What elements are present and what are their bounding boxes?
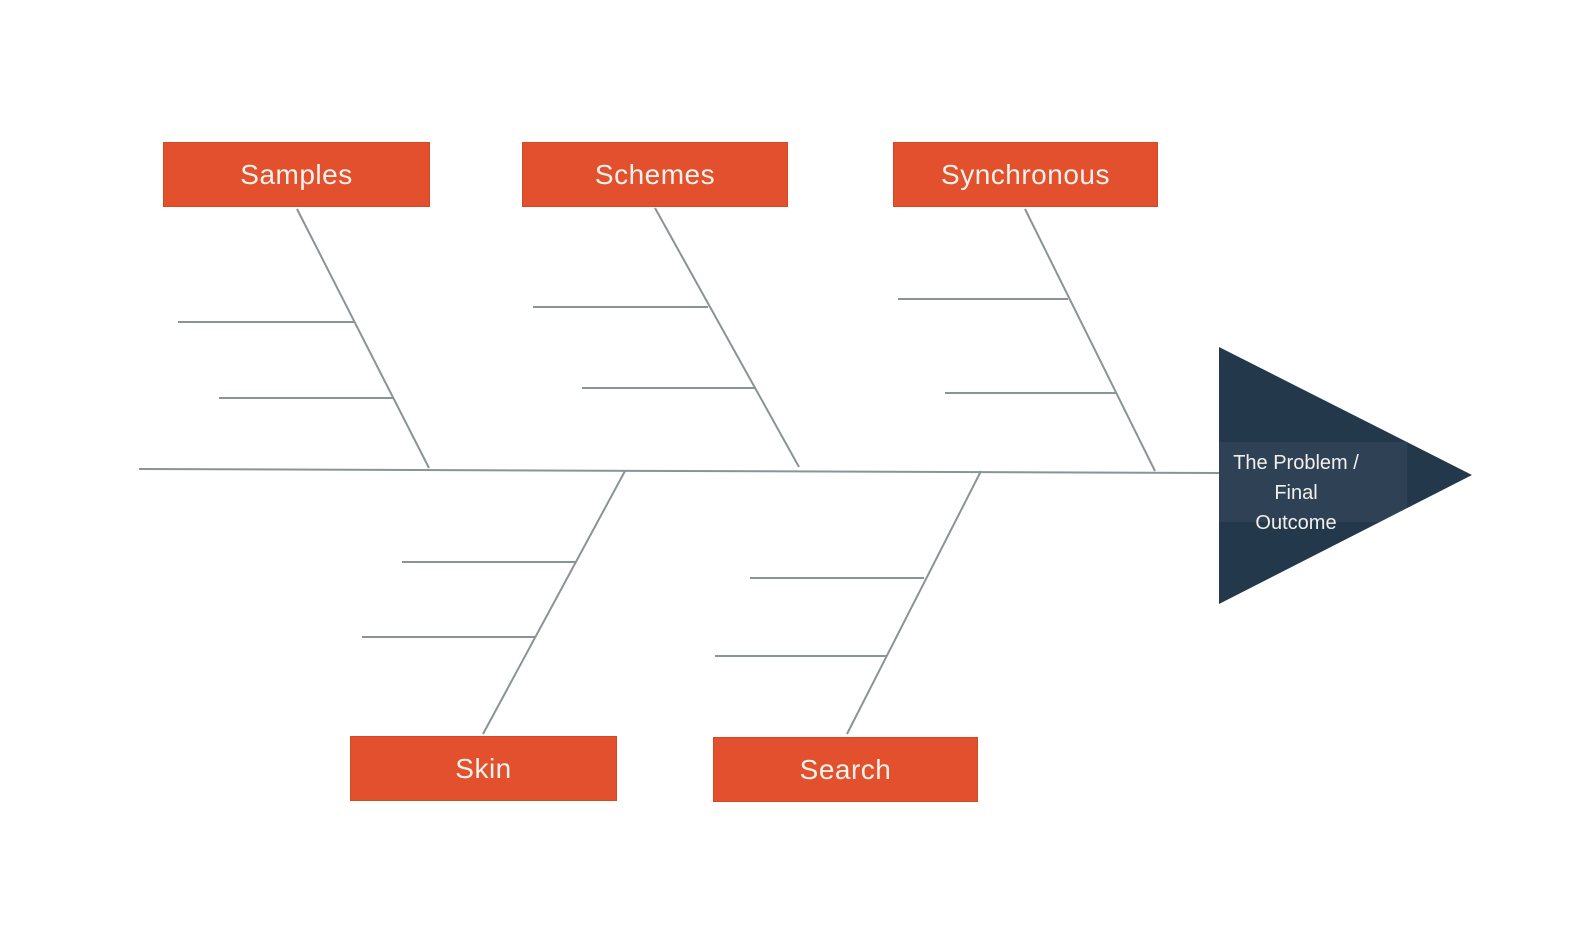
category-box-samples[interactable]: Samples	[163, 142, 430, 207]
category-box-skin[interactable]: Skin	[350, 736, 617, 801]
category-box-synchronous[interactable]: Synchronous	[893, 142, 1158, 207]
category-label-schemes: Schemes	[594, 158, 716, 190]
category-box-search[interactable]: Search	[713, 737, 978, 802]
connector-line-skin	[482, 470, 626, 735]
category-box-schemes[interactable]: Schemes	[522, 142, 788, 207]
category-label-search: Search	[799, 753, 892, 785]
spine-line	[138, 468, 1221, 474]
category-label-synchronous: Synchronous	[941, 158, 1110, 190]
category-label-skin: Skin	[455, 752, 512, 784]
connector-line-samples	[296, 208, 430, 469]
connector-line-search	[846, 470, 982, 735]
effect-arrow[interactable]	[1219, 347, 1472, 604]
effect-text-backplate	[1219, 442, 1407, 522]
connector-line-synchronous	[1024, 208, 1156, 472]
connector-line-schemes	[654, 207, 800, 468]
category-label-samples: Samples	[240, 158, 353, 190]
